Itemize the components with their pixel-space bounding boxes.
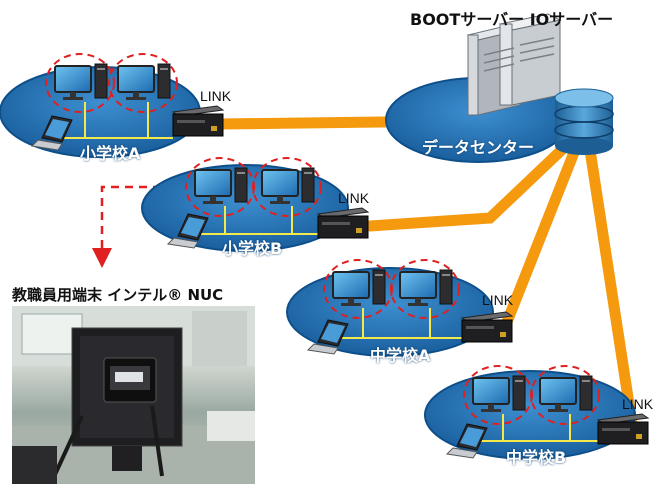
school-site-junior-a xyxy=(286,259,514,357)
desktop-pc-icon xyxy=(390,259,460,319)
server-rack-icon xyxy=(466,13,562,116)
dashed-highlight xyxy=(390,259,460,319)
link-device-icon xyxy=(316,207,370,239)
link-label-elementary-a: LINK xyxy=(200,88,232,104)
dashed-highlight xyxy=(252,157,322,217)
dashed-highlight xyxy=(45,53,115,113)
site-label-elementary-a: 小学校A xyxy=(80,144,141,163)
desktop-pc-icon xyxy=(530,365,600,425)
terminal-caption: 教職員用端末 インテル® NUC xyxy=(12,286,224,304)
desktop-pc-icon xyxy=(252,157,322,217)
link-device-icon xyxy=(596,413,650,445)
site-label-junior-b: 中学校B xyxy=(506,448,567,467)
site-label-elementary-b: 小学校B xyxy=(222,239,283,258)
link-device-icon xyxy=(460,311,514,343)
cable-junior-a xyxy=(499,144,581,333)
desktop-pc-icon xyxy=(463,365,533,425)
school-site-junior-b xyxy=(424,365,650,460)
dashed-highlight xyxy=(108,53,178,113)
link-device-icon xyxy=(171,105,225,137)
laptop-icon xyxy=(30,115,73,151)
cable-elementary-b xyxy=(364,136,576,232)
site-label-junior-a: 中学校A xyxy=(370,346,431,365)
terminal-photo xyxy=(12,306,255,484)
desktop-pc-icon xyxy=(108,53,178,113)
laptop-icon xyxy=(445,423,488,459)
servers-title: BOOTサーバー IOサーバー xyxy=(410,10,614,29)
database-icon xyxy=(554,88,614,155)
link-label-elementary-b: LINK xyxy=(338,190,370,206)
school-site-elementary-a xyxy=(0,53,225,158)
cable-junior-b xyxy=(584,144,639,436)
link-label-junior-a: LINK xyxy=(482,292,514,308)
desktop-pc-icon xyxy=(185,157,255,217)
desktop-pc-icon xyxy=(45,53,115,113)
laptop-icon xyxy=(166,213,209,249)
data-center-label: データセンター xyxy=(422,138,535,157)
terminal-arrow xyxy=(92,185,175,268)
link-label-junior-b: LINK xyxy=(622,396,654,412)
laptop-icon xyxy=(306,319,349,355)
school-site-elementary-b xyxy=(141,157,370,252)
dashed-highlight xyxy=(530,365,600,425)
